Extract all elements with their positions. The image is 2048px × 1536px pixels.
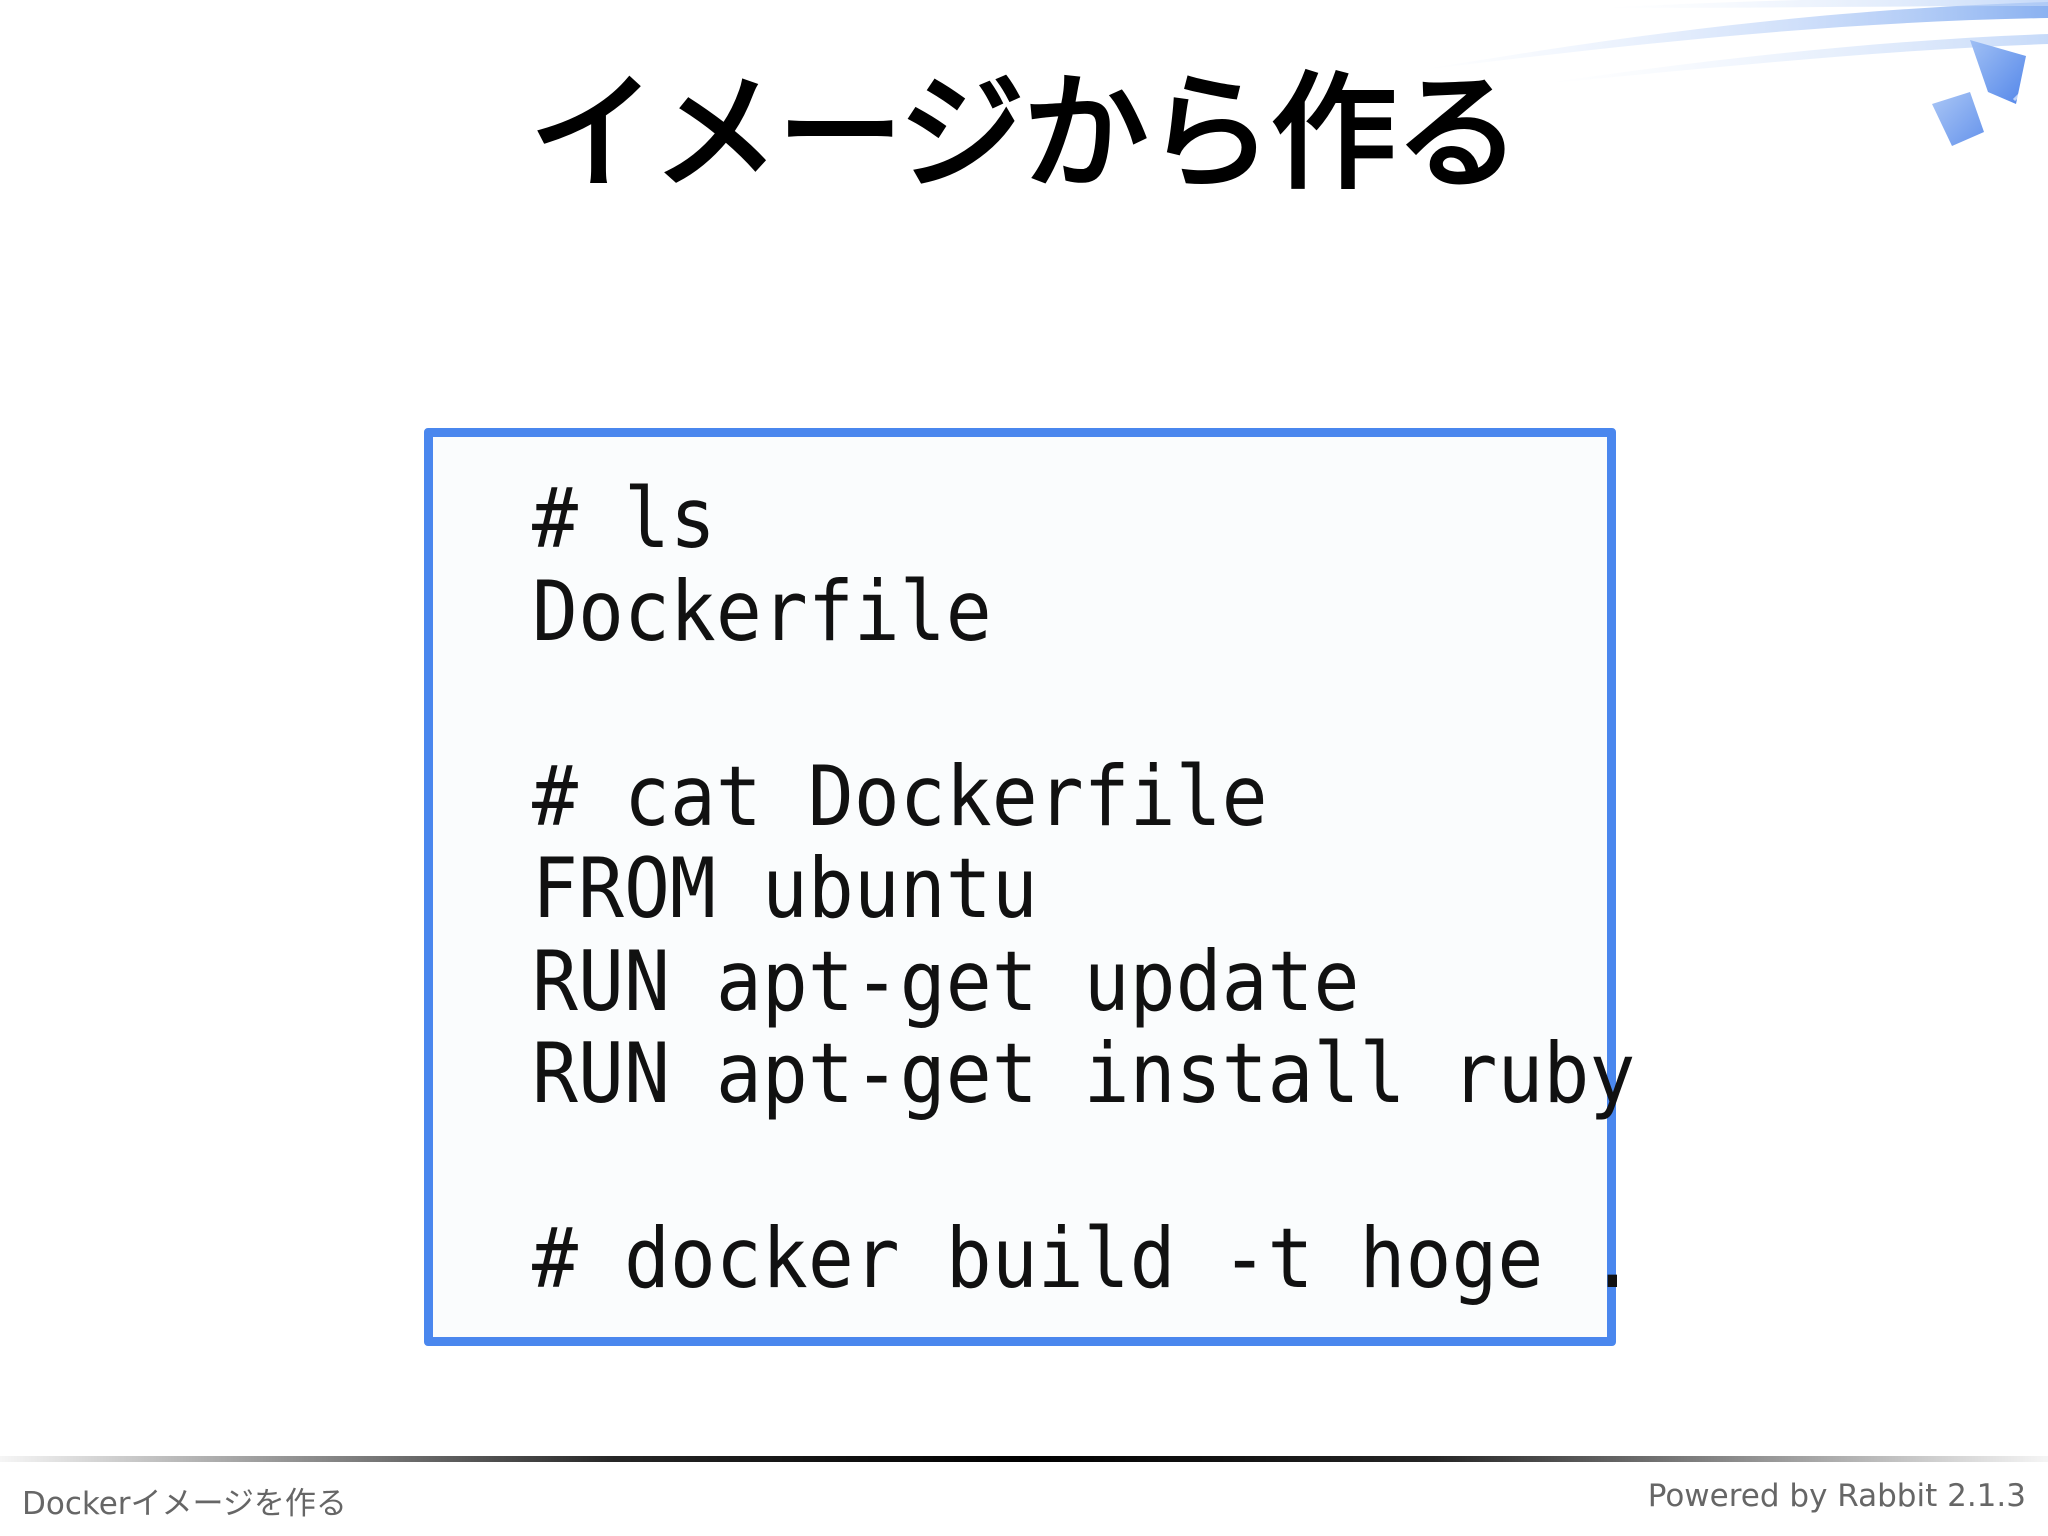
code-line [532,658,1635,751]
code-line: # cat Dockerfile [532,747,1268,845]
presentation-title: Dockerイメージを作る [22,1486,347,1522]
code-line: # docker build -t hoge . [532,1210,1636,1307]
code-block: # ls Dockerfile # cat Dockerfile FROM ub… [424,428,1635,1346]
slide-title: イメージから作る [529,60,1520,207]
code-line: RUN apt-get install ruby [532,1025,1636,1122]
code-line: RUN apt-get update [532,932,1360,1030]
code-lines: # ls Dockerfile # cat Dockerfile FROM ub… [532,470,1731,1307]
code-line: # ls [532,470,716,567]
header-swoosh-decoration [1420,0,2048,84]
code-line: Dockerfile [532,562,992,660]
footer-divider [0,1456,2048,1462]
code-line: FROM ubuntu [532,840,1038,937]
powered-by-credit: Powered by Rabbit 2.1.3 [1647,1478,2026,1514]
rabbit-logo-icon [1932,40,2038,146]
code-line [532,1121,1635,1214]
